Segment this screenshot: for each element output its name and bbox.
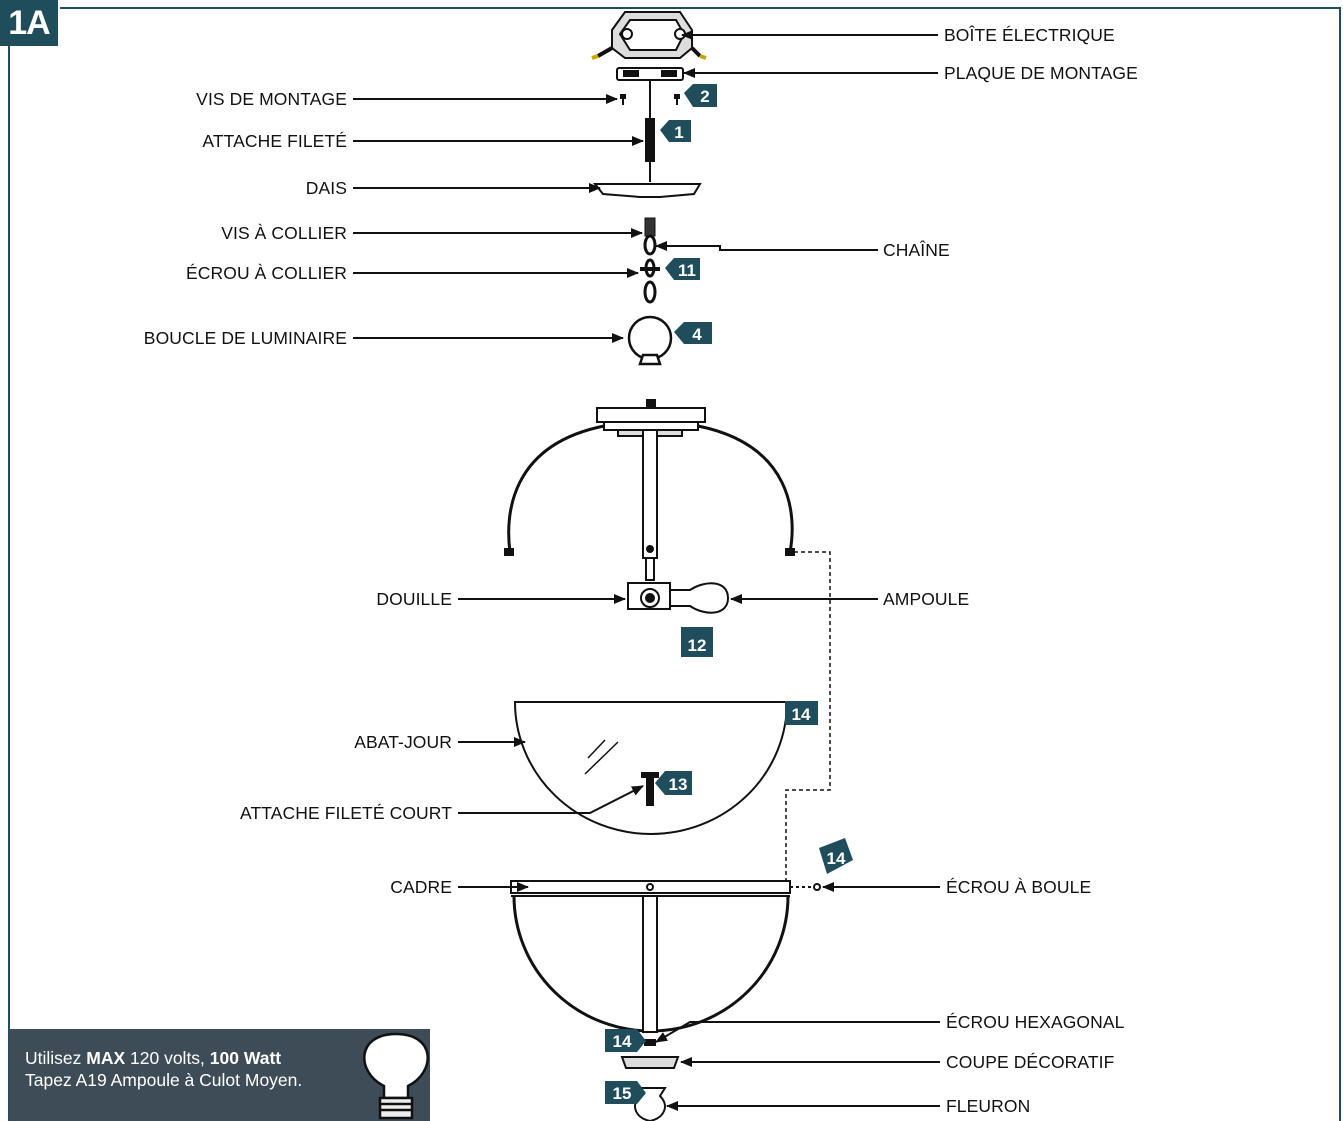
label-attache-filete: ATTACHE FILETÉ xyxy=(202,131,347,151)
threaded-pipe-drawing xyxy=(645,90,655,182)
dashed-guide xyxy=(785,551,831,880)
label-cadre: CADRE xyxy=(390,877,452,897)
label-vis-a-collier: VIS À COLLIER xyxy=(221,223,347,243)
label-chaine: CHAÎNE xyxy=(883,240,950,260)
note-watt: 100 Watt xyxy=(209,1048,282,1068)
label-plaque-de-montage: PLAQUE DE MONTAGE xyxy=(944,63,1138,83)
flag-14-hex: 14 xyxy=(613,1032,632,1051)
frame-border xyxy=(8,7,1341,1121)
flag-14-ball: 14 xyxy=(827,849,846,868)
electrical-box-drawing xyxy=(591,11,707,60)
flag-13: 13 xyxy=(669,775,688,794)
label-ecrou-a-collier: ÉCROU À COLLIER xyxy=(186,263,347,283)
label-fleuron: FLEURON xyxy=(946,1096,1031,1116)
mounting-screws-drawing xyxy=(620,94,680,105)
note-line1-a: Utilisez xyxy=(25,1048,87,1068)
label-abat-jour: ABAT-JOUR xyxy=(354,732,452,752)
label-douille: DOUILLE xyxy=(376,589,452,609)
label-boite-electrique: BOÎTE ÉLECTRIQUE xyxy=(944,25,1115,45)
frame-ring-drawing xyxy=(510,880,821,1033)
label-dais: DAIS xyxy=(305,178,347,198)
flag-4: 4 xyxy=(692,325,702,344)
flag-12: 12 xyxy=(688,636,707,655)
label-attache-filete-court: ATTACHE FILETÉ COURT xyxy=(239,803,452,823)
bulb-note-box xyxy=(9,1029,430,1121)
note-max: MAX xyxy=(86,1048,126,1068)
flag-14-shade: 14 xyxy=(792,705,811,724)
label-ampoule: AMPOULE xyxy=(883,589,970,609)
label-coupe-decoratif: COUPE DÉCORATIF xyxy=(946,1052,1115,1072)
fixture-body-drawing xyxy=(504,399,795,581)
part-number-texts: 2 1 11 4 12 14 13 14 14 15 xyxy=(613,87,846,1103)
collar-screw-drawing xyxy=(644,217,656,237)
mounting-plate-drawing xyxy=(616,67,684,90)
label-ecrou-hexagonal: ÉCROU HEXAGONAL xyxy=(946,1012,1125,1032)
flag-11: 11 xyxy=(678,261,696,280)
note-line2: Tapez A19 Ampoule à Culot Moyen. xyxy=(25,1070,303,1090)
flag-1: 1 xyxy=(674,123,683,142)
label-boucle-de-luminaire: BOUCLE DE LUMINAIRE xyxy=(143,328,347,348)
socket-bulb-drawing xyxy=(627,582,730,614)
note-line1-c: 120 volts, xyxy=(125,1048,210,1068)
bulb-note-text: Utilisez MAX 120 volts, 100 Watt Tapez A… xyxy=(25,1047,302,1091)
label-ecrou-a-boule: ÉCROU À BOULE xyxy=(946,877,1092,897)
flag-2: 2 xyxy=(700,87,709,106)
flag-15: 15 xyxy=(613,1084,632,1103)
step-badge: 1A xyxy=(0,0,58,46)
canopy-drawing xyxy=(592,183,702,198)
part-number-flags xyxy=(605,84,853,1104)
leader-lines xyxy=(353,30,940,1111)
fixture-loop-drawing xyxy=(627,315,673,366)
shade-drawing xyxy=(513,701,789,835)
label-vis-de-montage: VIS DE MONTAGE xyxy=(196,89,347,109)
bottom-parts-drawing xyxy=(620,1039,680,1121)
